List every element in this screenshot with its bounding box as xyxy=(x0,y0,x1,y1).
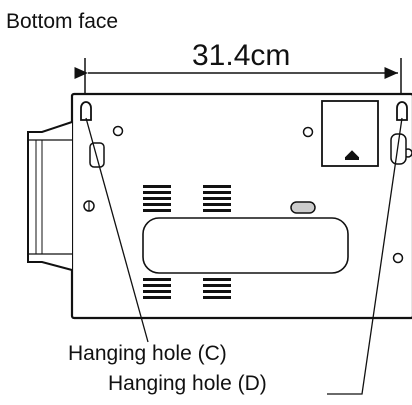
width-dimension-label: 31.4cm xyxy=(192,39,291,72)
rubber-foot xyxy=(290,201,316,214)
battery-cover xyxy=(321,100,379,167)
hanging-hole-c xyxy=(80,101,92,121)
vent-top-right xyxy=(203,185,231,212)
screw-hole xyxy=(112,125,124,137)
vent-bottom-left xyxy=(143,278,171,299)
slot xyxy=(390,133,407,165)
slot xyxy=(89,142,105,168)
screw-hole xyxy=(392,252,404,264)
hanging-hole-d xyxy=(396,101,408,121)
vent-bottom-right xyxy=(203,278,231,299)
side-handle xyxy=(27,121,73,271)
hanging-hole-d-label: Hanging hole (D) xyxy=(108,372,267,395)
hanging-hole-c-label: Hanging hole (C) xyxy=(68,342,227,365)
screw-hole xyxy=(302,126,314,138)
center-recess xyxy=(142,217,349,274)
leader-line-d xyxy=(327,117,403,395)
vent-top-left xyxy=(143,185,171,212)
diagram-title: Bottom face xyxy=(6,10,119,33)
leader-line-c xyxy=(85,117,149,343)
